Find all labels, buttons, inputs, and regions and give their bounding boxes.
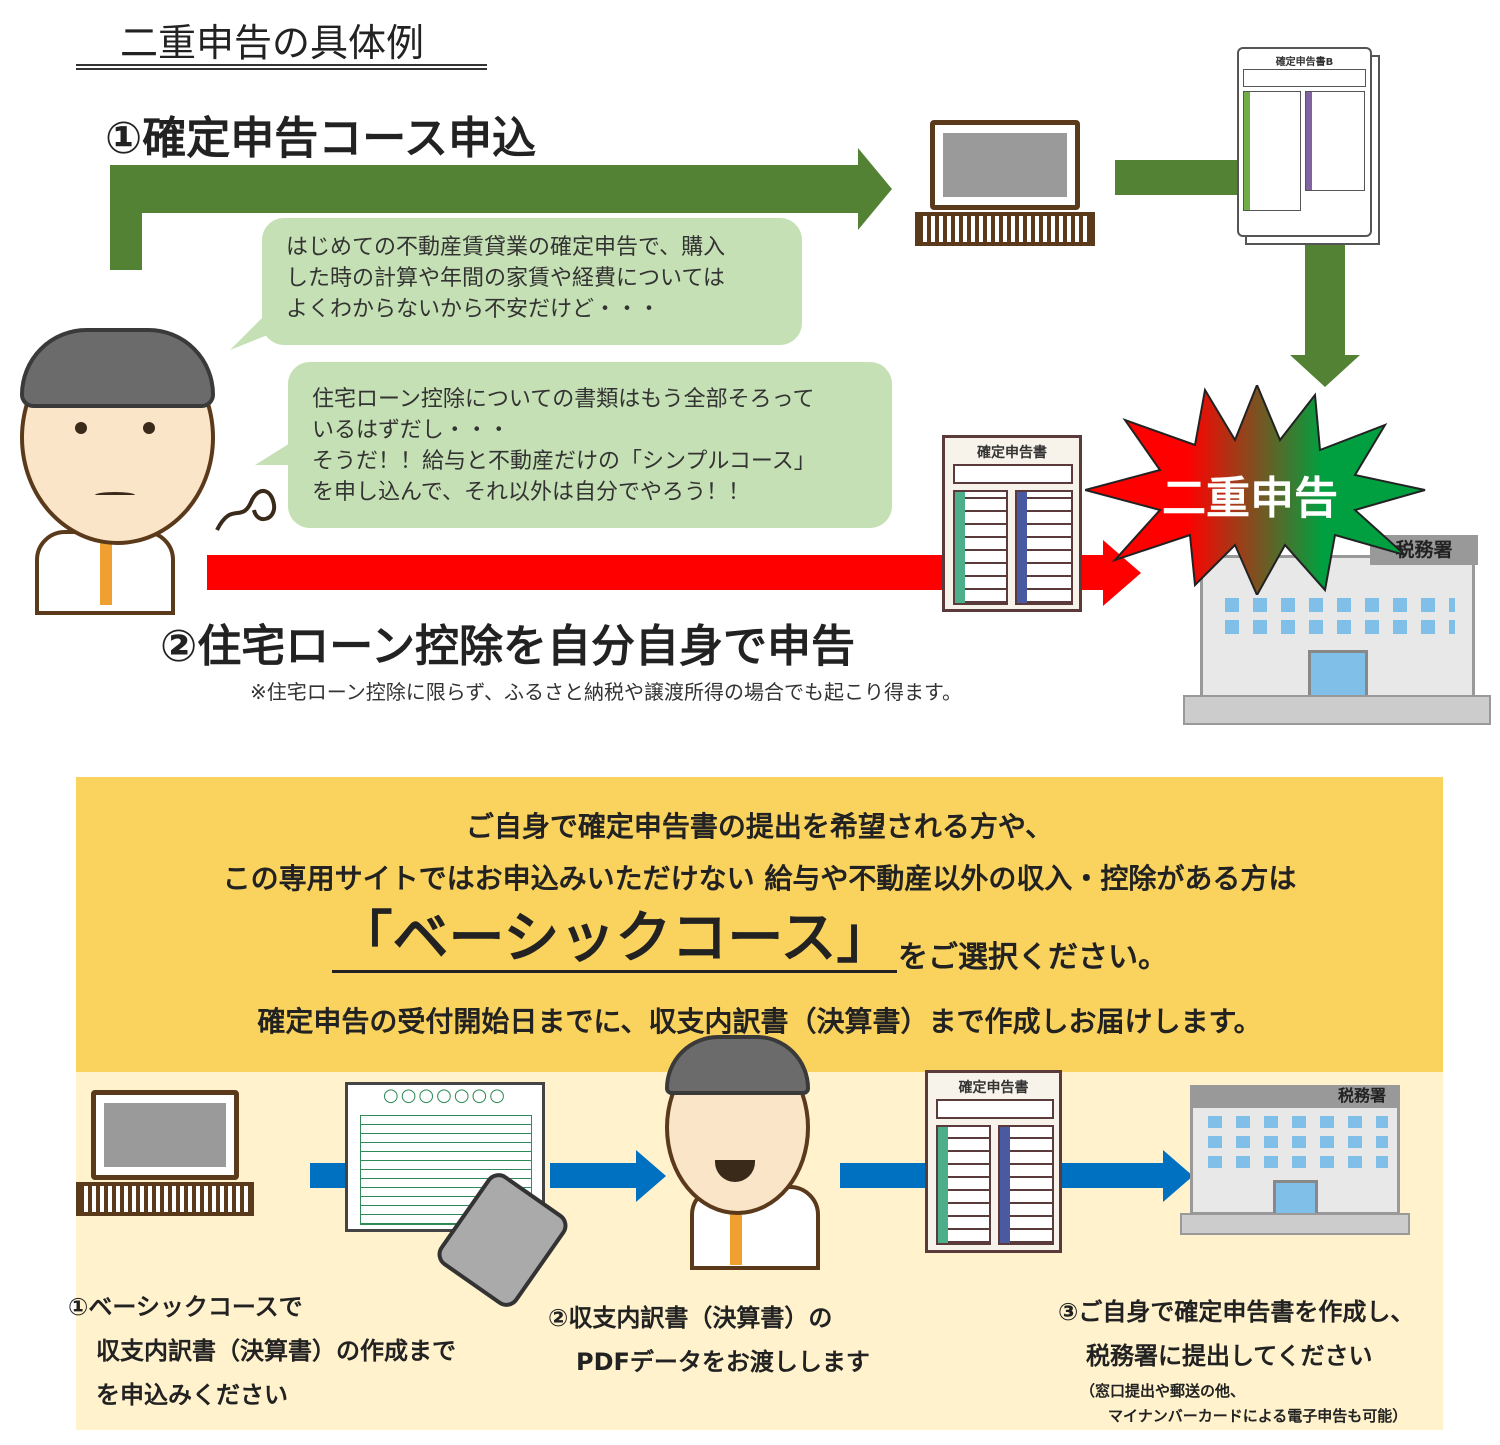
form-b-label: 確定申告書B bbox=[1275, 57, 1334, 68]
sheet-header: ○○○○○○○ bbox=[383, 1085, 507, 1106]
caption-line: 税務署に提出してください bbox=[1086, 1342, 1373, 1370]
basic-course-suffix: をご選択ください。 bbox=[898, 940, 1168, 975]
caption-line: ②収支内訳書（決算書）の bbox=[548, 1304, 833, 1332]
caption-line: 収支内訳書（決算書）の作成まで bbox=[96, 1337, 456, 1365]
worried-man-illustration bbox=[5, 320, 225, 615]
caption-line: PDFデータをお渡しします bbox=[576, 1348, 870, 1376]
basic-course-name: 「ベーシックコース」 bbox=[332, 905, 897, 973]
tax-office-base bbox=[1183, 695, 1491, 725]
tax-office-base bbox=[1180, 1213, 1410, 1235]
spreadsheet-icon: ○○○○○○○ bbox=[345, 1082, 545, 1232]
caption-line: ①ベーシックコースで bbox=[68, 1293, 303, 1321]
speech-bubble-1: はじめての不動産賃貸業の確定申告で、購入 した時の計算や年間の家賃や経費について… bbox=[262, 218, 802, 345]
tax-office-building bbox=[1190, 1105, 1400, 1216]
title-underline bbox=[76, 64, 487, 70]
blue-arrow-head-4 bbox=[1163, 1150, 1193, 1202]
scenario1-heading: ①確定申告コース申込 bbox=[105, 113, 537, 164]
tax-form-icon: 確定申告書 bbox=[942, 435, 1082, 612]
caption-line: ③ご自身で確定申告書を作成し、 bbox=[1058, 1298, 1415, 1326]
green-down-shaft bbox=[1305, 245, 1345, 357]
step2-caption: ②収支内訳書（決算書）の PDFデータをお渡しします bbox=[548, 1296, 870, 1384]
form-label: 確定申告書 bbox=[977, 445, 1047, 461]
sigh-icon bbox=[215, 489, 277, 531]
bubble2-line: そうだ！！給与と不動産だけの「シンプルコース」 bbox=[312, 449, 816, 474]
banner-line-2: この専用サイトではお申込みいただけない 給与や不動産以外の収入・控除がある方は bbox=[222, 862, 1297, 895]
green-arrow-shaft bbox=[110, 165, 862, 213]
banner-line-1: ご自身で確定申告書の提出を希望される方や、 bbox=[465, 810, 1054, 843]
caption-note: マイナンバーカードによる電子申告も可能） bbox=[1108, 1407, 1408, 1425]
banner-line-4: 確定申告の受付開始日までに、収支内訳書（決算書）まで作成しお届けします。 bbox=[257, 1005, 1262, 1038]
form-b-icon: 確定申告書B bbox=[1237, 47, 1372, 237]
blue-arrow-3 bbox=[840, 1163, 928, 1188]
basic-course-banner bbox=[76, 777, 1443, 1072]
speech-bubble-2: 住宅ローン控除についての書類はもう全部そろって いるはずだし・・・ そうだ！！給… bbox=[288, 362, 892, 528]
green-arrow-head bbox=[858, 148, 892, 230]
bubble1-line: した時の計算や年間の家賃や経費については bbox=[286, 266, 725, 291]
scenario2-note: ※住宅ローン控除に限らず、ふるさと納税や譲渡所得の場合でも起こり得ます。 bbox=[250, 680, 962, 704]
blue-arrow-head-2 bbox=[636, 1150, 666, 1202]
blue-arrow-2 bbox=[550, 1163, 640, 1188]
bubble1-tail bbox=[230, 300, 280, 350]
blue-arrow-4 bbox=[1062, 1163, 1167, 1188]
scenario2-heading: ②住宅ローン控除を自分自身で申告 bbox=[160, 621, 856, 672]
blue-arrow-1 bbox=[310, 1163, 350, 1188]
burst-label: 二重申告 bbox=[1162, 473, 1338, 524]
green-down-arrow-head bbox=[1290, 355, 1360, 387]
bubble2-line: いるはずだし・・・ bbox=[312, 418, 510, 443]
bubble2-line: を申し込んで、それ以外は自分でやろう！！ bbox=[312, 480, 751, 505]
step3-caption: ③ご自身で確定申告書を作成し、 税務署に提出してください （窓口提出や郵送の他、… bbox=[1058, 1290, 1414, 1428]
caption-note: （窓口提出や郵送の他、 bbox=[1080, 1382, 1246, 1400]
tax-office-sign: 税務署 bbox=[1190, 1085, 1400, 1107]
page-title: 二重申告の具体例 bbox=[120, 21, 425, 65]
laptop-icon bbox=[76, 1090, 254, 1220]
tax-form-icon: 確定申告書 bbox=[925, 1070, 1062, 1253]
step1-caption: ①ベーシックコースで 収支内訳書（決算書）の作成まで を申込みください bbox=[68, 1285, 456, 1417]
bubble1-line: はじめての不動産賃貸業の確定申告で、購入 bbox=[286, 235, 726, 260]
bubble1-line: よくわからないから不安だけど・・・ bbox=[286, 297, 661, 322]
caption-line: を申込みください bbox=[96, 1381, 288, 1409]
bubble2-line: 住宅ローン控除についての書類はもう全部そろって bbox=[312, 387, 815, 412]
form-label: 確定申告書 bbox=[958, 1080, 1029, 1096]
green-connector bbox=[1115, 160, 1240, 195]
red-arrow-head bbox=[1103, 540, 1141, 606]
bubble2-tail bbox=[255, 440, 295, 465]
laptop-icon bbox=[915, 120, 1095, 250]
smiling-man-illustration bbox=[660, 1035, 850, 1270]
double-filing-burst bbox=[1085, 385, 1426, 595]
